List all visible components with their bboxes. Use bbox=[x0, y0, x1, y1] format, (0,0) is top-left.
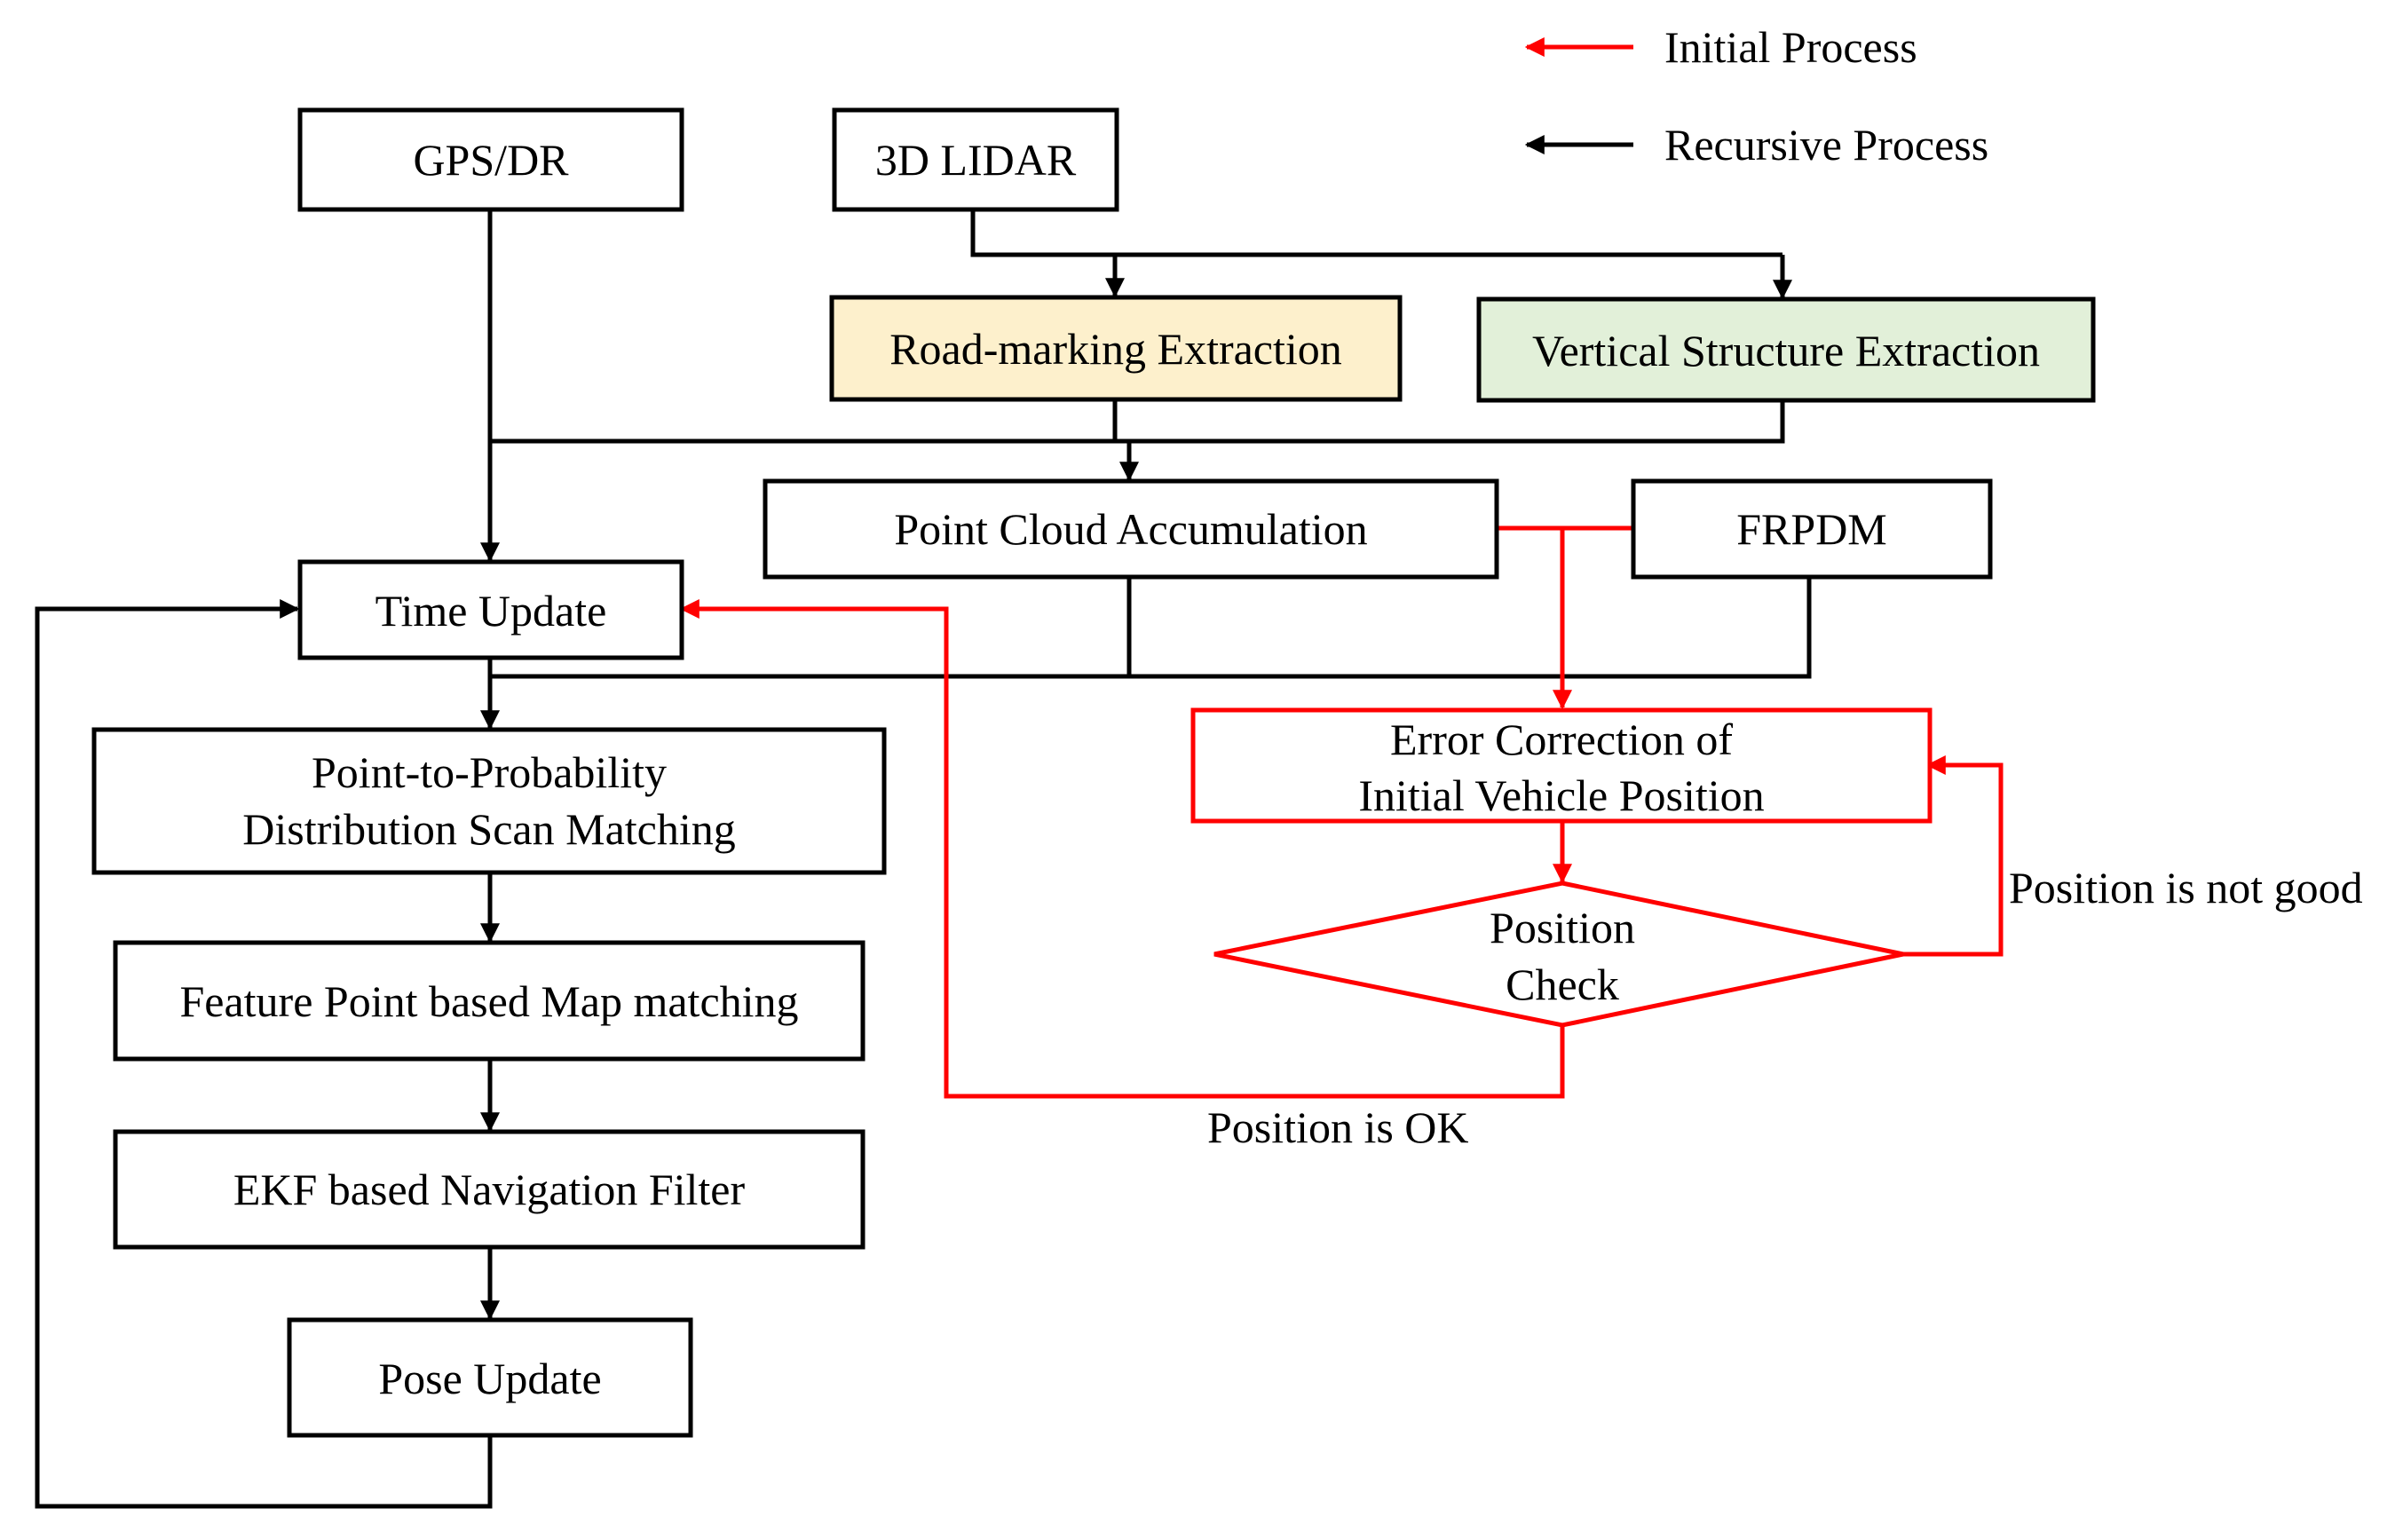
initial-connectors bbox=[679, 525, 2004, 1099]
node-position-check-line-2: Check bbox=[1506, 960, 1619, 1009]
node-3d-lidar-label: 3D LIDAR bbox=[875, 135, 1077, 185]
frpdm-down-wire bbox=[1129, 577, 1812, 679]
node-pose-update: Pose Update bbox=[287, 1317, 693, 1438]
vertical-structure-down-wire bbox=[490, 400, 1785, 444]
node-position-check-line-1: Position bbox=[1490, 903, 1635, 952]
node-map-matching: Feature Point based Map matching bbox=[113, 940, 866, 1062]
node-scan-matching-line-1: Point-to-Probability bbox=[312, 747, 667, 797]
node-time-update: Time Update bbox=[297, 559, 684, 660]
node-point-cloud-label: Point Cloud Accumulation bbox=[894, 504, 1367, 554]
node-gps-dr-label: GPS/DR bbox=[413, 135, 569, 185]
edge-label-position-not-good: Position is not good bbox=[2009, 863, 2363, 912]
node-pose-update-label: Pose Update bbox=[378, 1354, 601, 1403]
position-ok-arrow bbox=[679, 599, 1565, 1099]
node-error-correction: Error Correction of Initial Vehicle Posi… bbox=[1190, 707, 1933, 824]
node-frpdm: FRPDM bbox=[1631, 478, 1993, 580]
node-road-marking-extraction: Road-marking Extraction bbox=[829, 295, 1403, 402]
node-map-matching-label: Feature Point based Map matching bbox=[179, 976, 798, 1026]
node-ekf-label: EKF based Navigation Filter bbox=[233, 1165, 746, 1214]
node-vertical-structure-label: Vertical Structure Extraction bbox=[1532, 326, 2040, 375]
lidar-split-wire bbox=[970, 209, 1782, 257]
pose-feedback-arrow bbox=[35, 599, 493, 1509]
node-scan-matching: Point-to-Probability Distribution Scan M… bbox=[91, 727, 887, 875]
node-error-correction-line-1: Error Correction of bbox=[1390, 715, 1733, 764]
legend: Initial Process Recursive Process bbox=[1524, 22, 1988, 170]
node-ekf: EKF based Navigation Filter bbox=[113, 1129, 866, 1250]
node-point-cloud-accumulation: Point Cloud Accumulation bbox=[763, 478, 1499, 580]
node-road-marking-label: Road-marking Extraction bbox=[889, 324, 1342, 374]
recursive-connectors bbox=[35, 209, 1812, 1509]
node-position-check: Position Check bbox=[1213, 881, 1904, 1028]
position-not-good-arrow bbox=[1903, 755, 2004, 957]
legend-recursive-label: Recursive Process bbox=[1664, 120, 1988, 170]
node-scan-matching-line-2: Distribution Scan Matching bbox=[242, 804, 736, 854]
node-time-update-label: Time Update bbox=[375, 586, 607, 636]
node-gps-dr: GPS/DR bbox=[297, 107, 684, 212]
node-frpdm-label: FRPDM bbox=[1736, 504, 1887, 554]
node-error-correction-line-2: Initial Vehicle Position bbox=[1358, 770, 1764, 820]
node-3d-lidar: 3D LIDAR bbox=[832, 107, 1119, 212]
edge-label-position-ok: Position is OK bbox=[1207, 1102, 1469, 1152]
legend-initial-label: Initial Process bbox=[1664, 22, 1917, 72]
node-vertical-structure-extraction: Vertical Structure Extraction bbox=[1476, 296, 2096, 403]
